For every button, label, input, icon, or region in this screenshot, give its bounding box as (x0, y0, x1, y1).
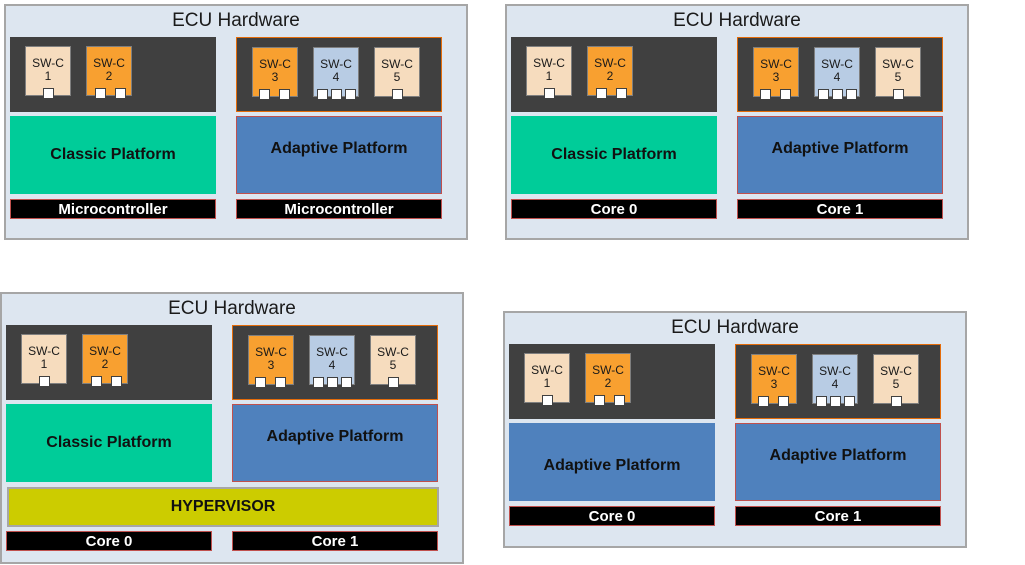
port-icon (816, 396, 827, 407)
port-icon (891, 396, 902, 407)
core-1-bar: Core 1 (232, 531, 438, 551)
port-icon (893, 89, 904, 100)
port-icon (313, 377, 324, 388)
port-icon (259, 89, 270, 100)
port-icon (317, 89, 328, 100)
core-0-bar: Core 0 (509, 506, 715, 526)
ecu-hardware-title: ECU Hardware (673, 10, 801, 31)
port-icon (345, 89, 356, 100)
port-icon (111, 376, 122, 387)
microcontroller-bar-left: Microcontroller (10, 199, 216, 219)
classic-platform: Classic Platform (10, 116, 216, 194)
port-icon (39, 376, 50, 387)
core-1-bar: Core 1 (735, 506, 941, 526)
core-1-bar: Core 1 (737, 199, 943, 219)
adaptive-platform-right: Adaptive Platform (735, 423, 941, 501)
port-icon (115, 88, 126, 99)
port-icon (594, 395, 605, 406)
port-icon (844, 396, 855, 407)
hypervisor-layer: HYPERVISOR (7, 487, 439, 527)
port-icon (830, 396, 841, 407)
port-icon (544, 88, 555, 99)
port-icon (392, 89, 403, 100)
port-icon (832, 89, 843, 100)
port-icon (616, 88, 627, 99)
port-icon (43, 88, 54, 99)
port-icon (275, 377, 286, 388)
port-icon (95, 88, 106, 99)
ecu-hardware-title: ECU Hardware (172, 10, 300, 31)
port-icon (760, 89, 771, 100)
port-icon (341, 377, 352, 388)
adaptive-platform-left: Adaptive Platform (509, 423, 715, 501)
port-icon (780, 89, 791, 100)
port-icon (327, 377, 338, 388)
core-0-bar: Core 0 (6, 531, 212, 551)
port-icon (596, 88, 607, 99)
port-icon (818, 89, 829, 100)
port-icon (255, 377, 266, 388)
port-icon (91, 376, 102, 387)
ecu-hardware-title: ECU Hardware (168, 298, 296, 319)
port-icon (279, 89, 290, 100)
port-icon (758, 396, 769, 407)
port-icon (388, 377, 399, 388)
microcontroller-bar-right: Microcontroller (236, 199, 442, 219)
port-icon (614, 395, 625, 406)
port-icon (846, 89, 857, 100)
classic-platform: Classic Platform (511, 116, 717, 194)
classic-platform: Classic Platform (6, 404, 212, 482)
adaptive-platform: Adaptive Platform (236, 116, 442, 194)
port-icon (778, 396, 789, 407)
adaptive-platform: Adaptive Platform (737, 116, 943, 194)
core-0-bar: Core 0 (511, 199, 717, 219)
ecu-hardware-title: ECU Hardware (671, 317, 799, 338)
adaptive-platform: Adaptive Platform (232, 404, 438, 482)
port-icon (542, 395, 553, 406)
port-icon (331, 89, 342, 100)
